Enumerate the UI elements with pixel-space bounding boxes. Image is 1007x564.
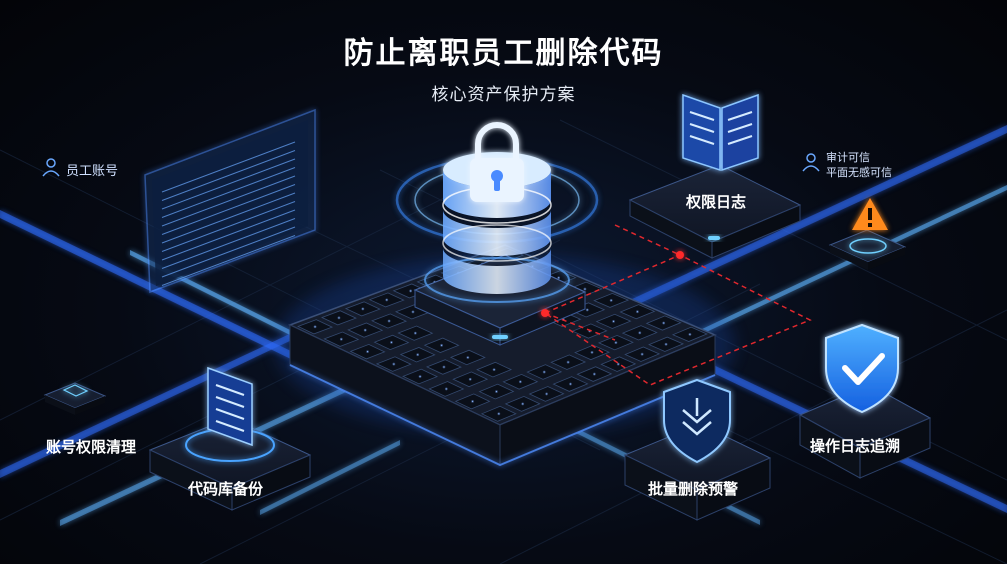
server-slot-light [392,362,396,366]
panel-row [161,235,296,286]
employee-records-panel [144,108,316,294]
server-slot-light [662,321,666,325]
checklist-icon [207,366,253,447]
server-slot-light [557,276,561,280]
server-slot-light [592,372,596,376]
server-slot-light [636,310,639,314]
warning-chip [828,229,907,270]
padlock-icon [470,122,524,202]
panel-row [161,209,296,261]
server-slot-light [468,377,472,381]
user-icon [42,158,60,177]
server-slot-light [440,343,443,347]
employee-account-label: 员工账号 [66,164,119,179]
audit-line-2: 平面无感可信 [826,166,892,179]
audit-line-1: 审计可信 [826,151,870,164]
panel-row [161,184,296,235]
server-slot-light [590,350,594,354]
operation-log-box [798,384,932,479]
server-slot-light [638,331,642,335]
page-title: 防止离职员工删除代码 [343,36,664,71]
server-slot-light [518,380,522,384]
server-slot-light [583,287,587,291]
server-slot-light [466,356,470,359]
server-slot-light [616,362,620,366]
server-slot-light [545,392,548,396]
permission-log-label: 权限日志 [686,193,747,211]
server-slot-light [387,319,391,323]
panel-row [161,201,296,252]
server-slot-light [444,387,448,391]
shield-alert-icon [663,378,731,464]
server-slot-light [664,342,668,346]
server-slot-light [390,340,393,344]
server-slot-light [492,368,496,372]
server-slot-light [614,341,618,345]
server-slot-light [542,370,546,374]
warning-icon [852,198,888,230]
server-slot-light [413,331,417,335]
repo-backup-box [148,417,312,511]
document-icon [682,93,759,172]
server-slot-light [418,375,422,378]
server-slot-light [337,316,341,320]
server-slot-light [442,365,446,369]
server-slot-light [339,337,343,341]
panel-row [161,167,296,218]
page-subtitle: 核心资产保护方案 [431,85,576,105]
server-slot-light [385,298,389,302]
panel-row [161,150,296,201]
panel-row [161,175,296,227]
server-slot-light [585,308,589,312]
alert-node-dot [676,251,684,259]
operation-log-trace-label: 操作日志追溯 [810,437,901,455]
server-slot-light [409,289,413,293]
panel-row [161,141,296,193]
server-slot-light [521,402,525,406]
server-slot-light [366,350,369,354]
server-platform [275,244,735,467]
permission-log-box [628,164,802,259]
server-slot-light [497,412,501,416]
repo-backup-label: 代码库备份 [188,480,264,498]
server-slot-light [688,332,692,336]
account-cleanup-label: 账号权限清理 [46,438,137,456]
server-slot-light [363,328,367,332]
panel-row [161,158,296,210]
panel-row [161,226,296,278]
shield-check-icon [825,323,899,414]
server-slot-light [612,319,615,323]
server-slot-light [361,307,365,311]
server-slot-light [640,352,644,356]
panel-row [161,218,296,269]
audit-text: 审计可信 平面无感可信 [826,150,892,180]
server-slot-light [566,360,570,364]
server-slot-light [416,353,420,357]
server-slot-light [471,399,474,403]
user-icon [802,153,820,172]
server-slot-light [313,325,317,329]
alert-dashed-path [544,224,812,386]
bulk-delete-alert-label: 批量删除预警 [648,480,739,498]
server-slot-light [495,390,498,393]
server-slot-light [569,382,572,386]
panel-row [161,192,296,244]
alert-node-dot [541,309,549,317]
server-slot-light [609,298,613,302]
account-chip [43,382,107,415]
server-slot-light [411,310,415,314]
